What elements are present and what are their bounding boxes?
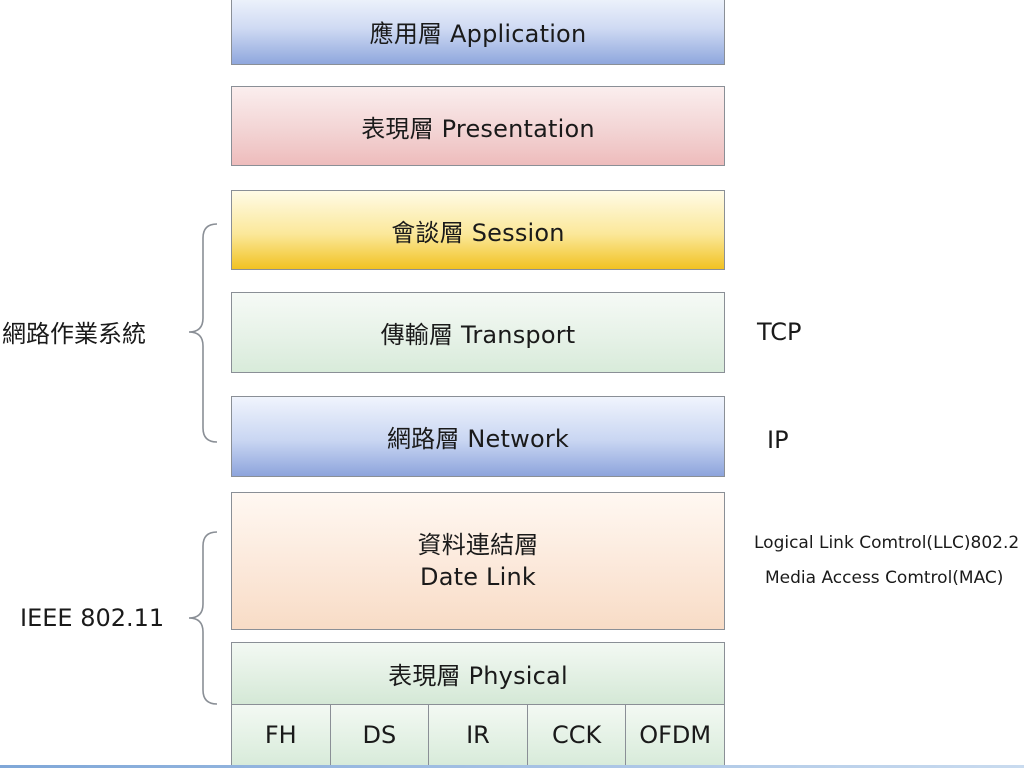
datalink-layer-label-en: Date Link bbox=[420, 563, 536, 591]
network-os-brace bbox=[188, 223, 218, 443]
session-layer: 會談層 Session bbox=[231, 190, 725, 270]
session-layer-label: 會談層 Session bbox=[391, 218, 565, 247]
sublayer-ds: DS bbox=[329, 704, 430, 766]
ieee-label: IEEE 802.11 bbox=[20, 604, 165, 632]
network-layer-label: 網路層 Network bbox=[386, 425, 570, 453]
bottom-rule bbox=[0, 765, 1024, 768]
network-layer: 網路層 Network bbox=[231, 396, 725, 477]
mac-label: Media Access Comtrol(MAC) bbox=[765, 568, 1004, 588]
application-layer-label: 應用層 Application bbox=[369, 20, 587, 48]
presentation-layer: 表現層 Presentation bbox=[231, 86, 725, 166]
presentation-layer-label: 表現層 Presentation bbox=[361, 114, 595, 143]
application-layer: 應用層 Application bbox=[231, 0, 725, 65]
physical-layer: 表現層 Physical bbox=[231, 642, 725, 705]
tcp-label: TCP bbox=[757, 318, 802, 346]
sublayer-ir: IR bbox=[428, 704, 528, 766]
network-os-label: 網路作業系統 bbox=[2, 320, 146, 348]
transport-layer: 傳輸層 Transport bbox=[231, 292, 725, 373]
llc-label: Logical Link Comtrol(LLC)802.2 bbox=[754, 533, 1020, 553]
physical-layer-label: 表現層 Physical bbox=[388, 662, 568, 690]
sublayer-cck: CCK bbox=[526, 704, 627, 766]
physical-sublayers: FH DS IR CCK OFDM bbox=[231, 704, 725, 766]
datalink-layer: 資料連結層 Date Link bbox=[231, 492, 725, 630]
sublayer-ofdm: OFDM bbox=[625, 704, 725, 766]
ip-label: IP bbox=[767, 426, 789, 454]
ieee-brace bbox=[188, 531, 218, 705]
transport-layer-label: 傳輸層 Transport bbox=[380, 321, 576, 349]
sublayer-fh: FH bbox=[231, 704, 331, 766]
datalink-layer-label-cn: 資料連結層 bbox=[417, 531, 539, 559]
